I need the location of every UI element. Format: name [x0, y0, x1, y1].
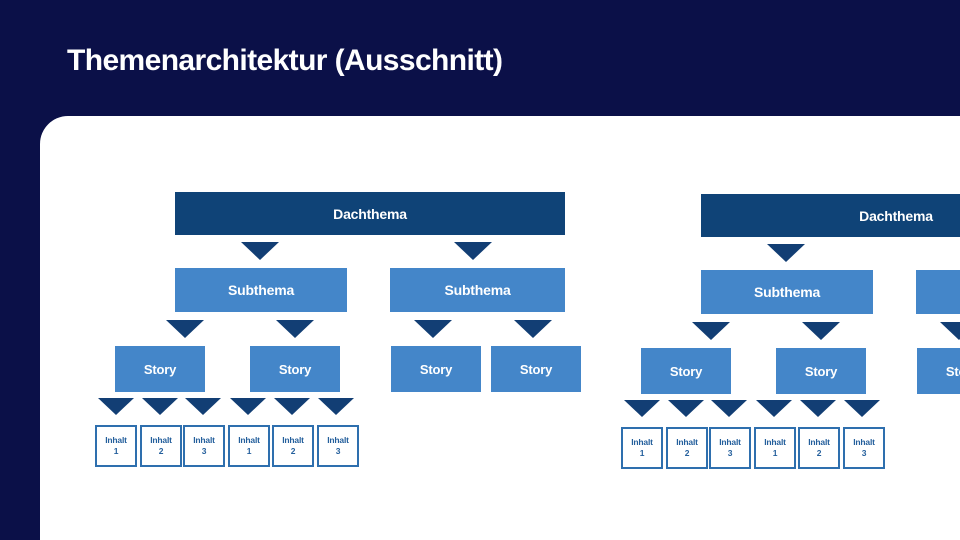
down-arrow-icon: [98, 398, 134, 415]
down-arrow-icon: [230, 398, 266, 415]
content-node: Inhalt 1: [95, 425, 137, 467]
content-node-number: 2: [158, 446, 164, 456]
content-node-label: Inhalt: [150, 435, 172, 446]
theme-architecture-diagram-right: Dachthema Subthema Subthema Story Story …: [621, 194, 960, 470]
content-node: Inhalt 1: [621, 427, 663, 469]
down-arrow-icon: [800, 400, 836, 417]
root-node-label: Dachthema: [333, 205, 407, 222]
content-node-label: Inhalt: [853, 437, 875, 448]
story-node-label: Story: [804, 363, 838, 379]
content-node: Inhalt 3: [843, 427, 885, 469]
content-node-number: 1: [772, 448, 778, 458]
content-node-label: Inhalt: [676, 437, 698, 448]
down-arrow-icon: [185, 398, 221, 415]
down-arrow-icon: [276, 320, 314, 338]
content-node-number: 3: [727, 448, 733, 458]
down-arrow-icon: [668, 400, 704, 417]
subtheme-node-label: Subthema: [444, 282, 511, 298]
content-node-label: Inhalt: [105, 435, 127, 446]
content-node-number: 2: [290, 446, 296, 456]
down-arrow-icon: [241, 242, 279, 260]
content-node-number: 2: [816, 448, 822, 458]
subtheme-node-label: Subthema: [227, 282, 295, 298]
down-arrow-icon: [767, 244, 805, 262]
content-node-label: Inhalt: [631, 437, 653, 448]
down-arrow-icon: [624, 400, 660, 417]
story-node: Story: [641, 348, 731, 394]
content-node-label: Inhalt: [327, 435, 349, 446]
story-node-label: Story: [419, 361, 453, 377]
content-node: Inhalt 1: [228, 425, 270, 467]
subtheme-node: Subthema: [701, 270, 873, 314]
down-arrow-icon: [514, 320, 552, 338]
down-arrow-icon: [142, 398, 178, 415]
content-node: Inhalt 3: [709, 427, 751, 469]
story-node: Story: [917, 348, 960, 394]
down-arrow-icon: [318, 398, 354, 415]
content-node-number: 3: [335, 446, 341, 456]
down-arrow-icon: [166, 320, 204, 338]
content-node: Inhalt 3: [317, 425, 359, 467]
content-node-label: Inhalt: [238, 435, 260, 446]
story-node-label: Story: [669, 363, 703, 379]
content-node-label: Inhalt: [282, 435, 304, 446]
down-arrow-icon: [844, 400, 880, 417]
content-node-number: 3: [861, 448, 867, 458]
content-node: Inhalt 1: [754, 427, 796, 469]
content-node-number: 1: [246, 446, 252, 456]
story-node: Story: [391, 346, 481, 392]
content-node: Inhalt 2: [666, 427, 708, 469]
down-arrow-icon: [274, 398, 310, 415]
down-arrow-icon: [414, 320, 452, 338]
down-arrow-icon: [756, 400, 792, 417]
subtheme-node: Subthema: [390, 268, 565, 312]
subtheme-node: Subthema: [175, 268, 347, 312]
down-arrow-icon: [454, 242, 492, 260]
content-node: Inhalt 2: [140, 425, 182, 467]
content-node-number: 1: [113, 446, 119, 456]
story-node: Story: [776, 348, 866, 394]
slide-title: Themenarchitektur (Ausschnitt): [67, 44, 503, 77]
down-arrow-icon: [940, 322, 960, 340]
content-node-number: 3: [201, 446, 207, 456]
theme-architecture-diagram-left: Dachthema Subthema Subthema Story Story …: [95, 192, 595, 468]
story-node-label: Story: [278, 361, 312, 377]
down-arrow-icon: [802, 322, 840, 340]
content-node-label: Inhalt: [808, 437, 830, 448]
content-node-label: Inhalt: [193, 435, 215, 446]
content-node-label: Inhalt: [764, 437, 786, 448]
story-node-label: Story: [143, 361, 177, 377]
story-node: Story: [491, 346, 581, 392]
subtheme-node: Subthema: [916, 270, 960, 314]
story-node: Story: [115, 346, 205, 392]
root-node-label: Dachthema: [859, 207, 933, 224]
down-arrow-icon: [692, 322, 730, 340]
content-node: Inhalt 2: [798, 427, 840, 469]
content-node: Inhalt 3: [183, 425, 225, 467]
story-node-label: Story: [945, 363, 960, 379]
content-node-label: Inhalt: [719, 437, 741, 448]
content-panel: Dachthema Subthema Subthema Story Story …: [40, 116, 960, 540]
story-node-label: Story: [519, 361, 553, 377]
root-node: Dachthema: [701, 194, 960, 237]
story-node: Story: [250, 346, 340, 392]
root-node: Dachthema: [175, 192, 565, 235]
down-arrow-icon: [711, 400, 747, 417]
content-node-number: 1: [639, 448, 645, 458]
content-node-number: 2: [684, 448, 690, 458]
content-node: Inhalt 2: [272, 425, 314, 467]
subtheme-node-label: Subthema: [753, 284, 821, 300]
